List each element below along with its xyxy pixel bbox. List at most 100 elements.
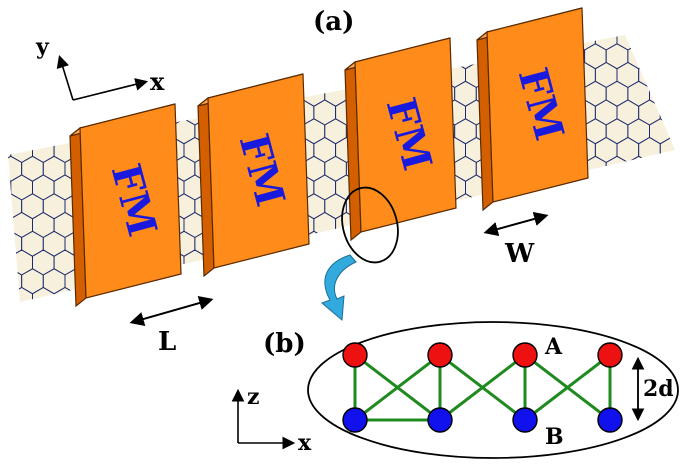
lattice-hexagon <box>303 381 325 406</box>
lattice-hexagon <box>8 43 23 70</box>
lattice-hexagon <box>671 419 685 444</box>
lattice-hexagon <box>291 249 315 276</box>
lattice-hexagon <box>627 193 650 220</box>
lattice-hexagon <box>421 286 445 302</box>
lattice-hexagon <box>444 0 466 13</box>
lattice-hexagon <box>367 230 391 257</box>
lattice-hexagon <box>54 363 76 388</box>
lattice-hexagon <box>226 35 250 51</box>
lattice-hexagon <box>64 43 88 70</box>
lattice-hexagon <box>172 43 196 70</box>
lattice-hexagon <box>226 286 250 302</box>
lattice-hexagon <box>465 286 488 302</box>
lattice-hexagon <box>33 325 55 350</box>
lattice-hexagon <box>183 35 207 51</box>
lattice-hexagon <box>216 268 239 295</box>
lattice-hexagon <box>11 325 33 350</box>
lattice-hexagon <box>172 80 196 107</box>
lattice-hexagon <box>8 61 12 89</box>
lattice-hexagon <box>248 286 272 302</box>
lattice-hexagon <box>76 325 98 350</box>
atom-b <box>597 407 623 433</box>
lattice-hexagon <box>302 268 326 295</box>
lattice-hexagon <box>0 306 22 331</box>
lattice-hexagon <box>152 419 174 444</box>
lattice-hexagon <box>119 325 141 350</box>
lattice-hexagon <box>519 193 542 220</box>
lattice-hexagon <box>238 306 260 331</box>
zoom-region-ellipse <box>341 186 399 264</box>
lattice-hexagon <box>22 381 44 406</box>
lattice-hexagon <box>53 35 77 51</box>
lattice-hexagon <box>291 286 315 302</box>
lattice-hexagon <box>195 381 217 406</box>
lattice-hexagon <box>238 456 260 467</box>
lattice-hexagon <box>466 0 488 13</box>
lattice-hexagon <box>540 193 564 220</box>
lattice-hexagon <box>141 400 163 425</box>
lattice-hexagon <box>390 456 412 467</box>
fm-strip: FM <box>69 103 182 308</box>
lattice-hexagon <box>530 0 552 13</box>
lattice-hexagon <box>281 268 304 295</box>
lattice-hexagon <box>411 456 433 467</box>
y-axis-label: y <box>35 34 50 60</box>
lattice-hexagon <box>33 0 55 13</box>
lattice-hexagon <box>400 286 423 302</box>
lattice-hexagon <box>411 381 433 406</box>
lattice-hexagon <box>509 438 531 463</box>
lattice-hexagon <box>43 419 65 444</box>
lattice-hexagon <box>173 6 195 31</box>
lattice-hexagon <box>206 400 228 425</box>
lattice-hexagon <box>324 43 347 70</box>
lattice-hexagon <box>118 35 142 51</box>
lattice-hexagon <box>292 400 314 425</box>
lattice-hexagon <box>594 286 618 302</box>
lattice-hexagon <box>96 35 120 51</box>
lattice-hexagon <box>573 211 596 239</box>
atomic-bond <box>524 353 611 422</box>
lattice-hexagon <box>639 0 661 13</box>
lattice-hexagon <box>541 306 563 331</box>
lattice-hexagon <box>671 456 685 467</box>
lattice-hexagon <box>671 306 685 331</box>
lattice-hexagon <box>87 456 109 467</box>
lattice-hexagon <box>367 268 391 295</box>
lattice-hexagon <box>10 99 33 126</box>
lattice-hexagon <box>130 456 152 467</box>
lattice-hexagon <box>400 249 423 276</box>
lattice-hexagon <box>487 0 509 13</box>
lattice-hexagon <box>487 325 509 350</box>
lattice-hexagon <box>54 438 76 463</box>
lattice-hexagon <box>217 344 239 369</box>
lattice-hexagon <box>8 80 23 107</box>
lattice-hexagon <box>410 230 434 257</box>
fm-strip: FM <box>197 73 310 278</box>
lattice-hexagon <box>585 6 607 31</box>
lattice-hexagon <box>162 0 184 13</box>
lattice-hexagon <box>573 249 596 276</box>
lattice-hexagon <box>65 381 87 406</box>
lattice-hexagon <box>475 230 499 257</box>
lattice-hexagon <box>108 6 130 31</box>
lattice-hexagon <box>314 363 336 388</box>
lattice-hexagon <box>65 6 87 31</box>
lattice-hexagon <box>670 43 675 70</box>
z-axis-label: z <box>247 384 260 410</box>
lattice-hexagon <box>650 306 672 331</box>
width-label: W <box>504 239 535 269</box>
lattice-hexagon <box>476 6 498 31</box>
lattice-hexagon <box>65 456 87 467</box>
lattice-hexagon <box>606 456 628 467</box>
lattice-hexagon <box>76 363 98 388</box>
lattice-hexagon <box>151 43 174 70</box>
lattice-hexagon <box>76 0 98 13</box>
lattice-hexagon <box>237 268 261 295</box>
lattice-hexagon <box>660 400 682 425</box>
lattice-hexagon <box>195 306 217 331</box>
lattice-hexagon <box>475 268 499 295</box>
lattice-hexagon <box>465 249 488 276</box>
lattice-hexagon <box>129 43 153 70</box>
lattice-hexagon <box>466 325 488 350</box>
lattice-hexagon <box>562 268 586 295</box>
